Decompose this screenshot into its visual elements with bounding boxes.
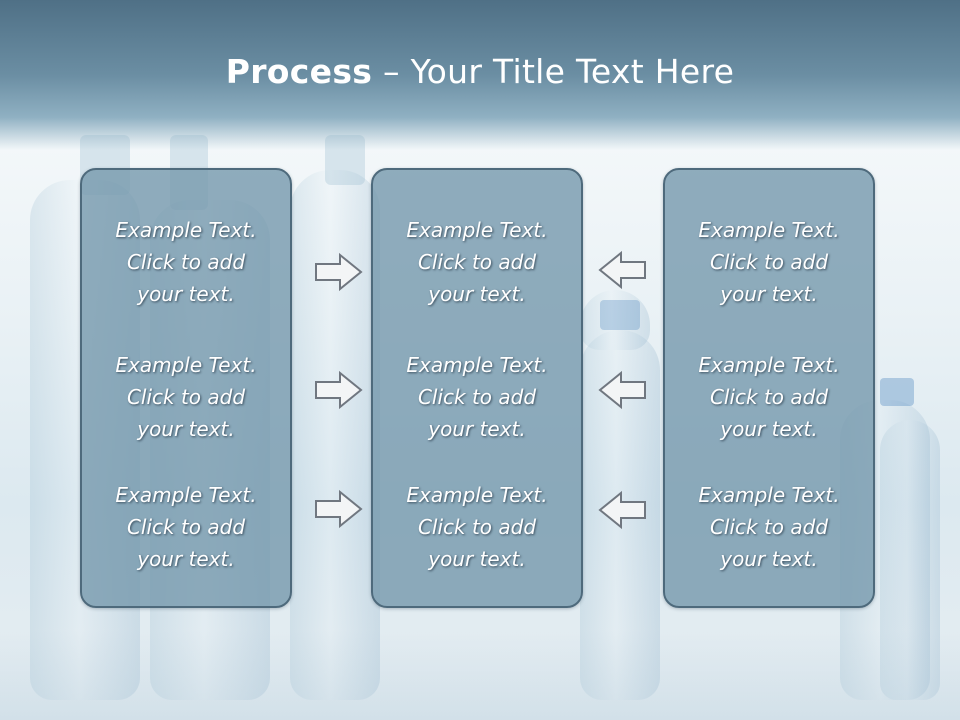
text-placeholder[interactable]: Example Text. Click to add your text.: [373, 214, 581, 310]
text-placeholder[interactable]: Example Text. Click to add your text.: [373, 349, 581, 445]
text-line: your text.: [137, 417, 235, 441]
text-line: Click to add: [126, 385, 246, 409]
text-placeholder[interactable]: Example Text. Click to add your text.: [82, 479, 290, 575]
text-line: Example Text.: [115, 483, 257, 507]
text-line: Example Text.: [698, 353, 840, 377]
title-bold: Process: [225, 52, 373, 91]
text-placeholder[interactable]: Example Text. Click to add your text.: [665, 479, 873, 575]
text-line: your text.: [720, 547, 818, 571]
process-box-center[interactable]: Example Text. Click to add your text. Ex…: [371, 168, 583, 608]
text-line: your text.: [720, 282, 818, 306]
text-line: Click to add: [126, 250, 246, 274]
text-line: your text.: [428, 547, 526, 571]
text-line: your text.: [137, 547, 235, 571]
text-line: Click to add: [709, 385, 829, 409]
text-line: Click to add: [417, 385, 537, 409]
text-line: Example Text.: [406, 483, 548, 507]
text-line: Click to add: [417, 250, 537, 274]
right-arrow-icon[interactable]: [314, 370, 364, 410]
left-arrow-icon[interactable]: [597, 370, 647, 410]
text-line: Example Text.: [115, 353, 257, 377]
text-line: Example Text.: [698, 483, 840, 507]
text-line: your text.: [137, 282, 235, 306]
text-line: Click to add: [417, 515, 537, 539]
right-arrow-icon[interactable]: [314, 252, 364, 292]
title-bar: [0, 0, 960, 150]
text-placeholder[interactable]: Example Text. Click to add your text.: [665, 349, 873, 445]
text-line: Example Text.: [406, 218, 548, 242]
left-arrow-icon[interactable]: [597, 250, 647, 290]
text-line: Example Text.: [406, 353, 548, 377]
text-line: your text.: [720, 417, 818, 441]
text-line: Click to add: [126, 515, 246, 539]
text-line: Click to add: [709, 515, 829, 539]
left-arrow-icon[interactable]: [597, 490, 647, 530]
text-line: Example Text.: [115, 218, 257, 242]
text-placeholder[interactable]: Example Text. Click to add your text.: [82, 214, 290, 310]
process-box-right[interactable]: Example Text. Click to add your text. Ex…: [663, 168, 875, 608]
process-box-left[interactable]: Example Text. Click to add your text. Ex…: [80, 168, 292, 608]
text-placeholder[interactable]: Example Text. Click to add your text.: [665, 214, 873, 310]
title-rest: – Your Title Text Here: [372, 52, 735, 91]
text-line: Click to add: [709, 250, 829, 274]
text-placeholder[interactable]: Example Text. Click to add your text.: [373, 479, 581, 575]
right-arrow-icon[interactable]: [314, 489, 364, 529]
text-line: your text.: [428, 282, 526, 306]
slide-title[interactable]: Process – Your Title Text Here: [0, 52, 960, 91]
text-line: your text.: [428, 417, 526, 441]
text-placeholder[interactable]: Example Text. Click to add your text.: [82, 349, 290, 445]
text-line: Example Text.: [698, 218, 840, 242]
